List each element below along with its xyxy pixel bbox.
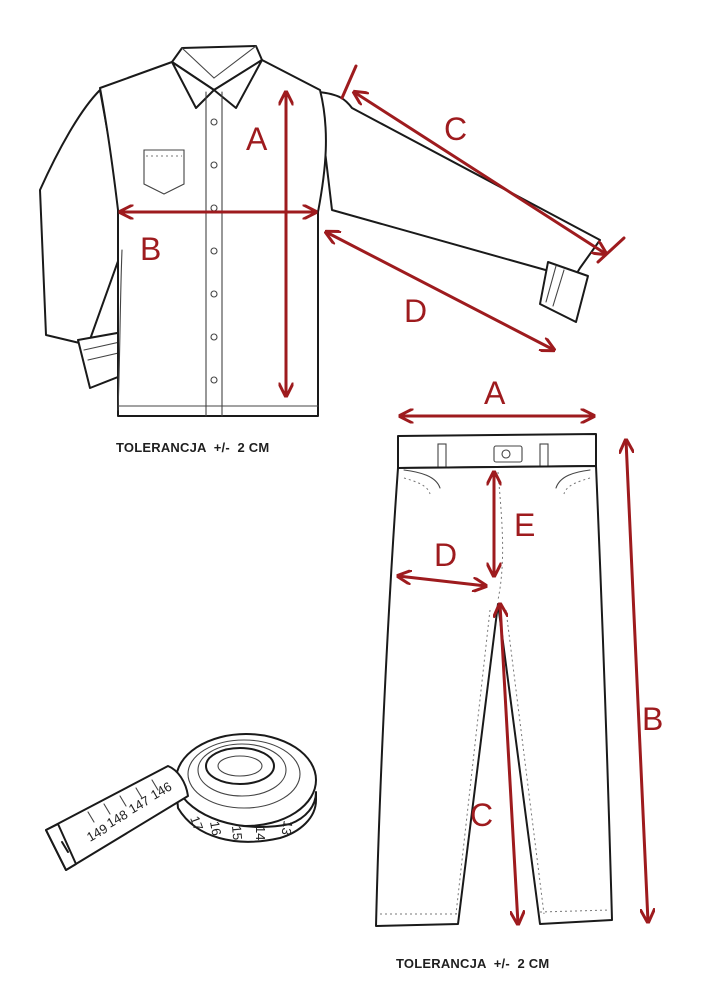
shirt-arrow-c-tick-bottom: [596, 236, 626, 264]
shirt-tolerance-caption: TOLERANCJA +/- 2 CM: [116, 440, 270, 455]
trousers-tolerance-caption: TOLERANCJA +/- 2 CM: [396, 956, 550, 971]
trousers-arrow-d: [398, 576, 486, 586]
trousers-arrows: [398, 416, 648, 924]
tape-number-14: 14: [253, 826, 268, 840]
tape-number-15: 15: [229, 825, 245, 841]
tape-number-16: 16: [207, 820, 224, 837]
shirt-illustration: [39, 45, 601, 417]
tape-number-13: 13: [279, 819, 296, 836]
trousers-label-c: C: [470, 797, 493, 833]
shirt-arrow-c-tick-top: [340, 64, 358, 100]
trousers-label-e: E: [514, 507, 535, 543]
trousers-arrow-b: [626, 440, 648, 922]
shirt-label-d: D: [404, 293, 427, 329]
tape-number-17: 17: [187, 814, 206, 833]
measuring-tape-icon: 149 148 147 146 17 16 15 14 13: [45, 733, 317, 871]
shirt-arrow-d: [326, 232, 554, 350]
trousers-label-d: D: [434, 537, 457, 573]
shirt-label-c: C: [444, 111, 467, 147]
shirt-label-b: B: [140, 231, 161, 267]
trousers-arrow-c: [500, 604, 518, 924]
trousers-label-b: B: [642, 701, 663, 737]
shirt-label-a: A: [246, 121, 268, 157]
shirt-arrow-c: [354, 92, 606, 254]
trousers-label-a: A: [484, 375, 506, 411]
shirt-arrows: [118, 64, 626, 398]
